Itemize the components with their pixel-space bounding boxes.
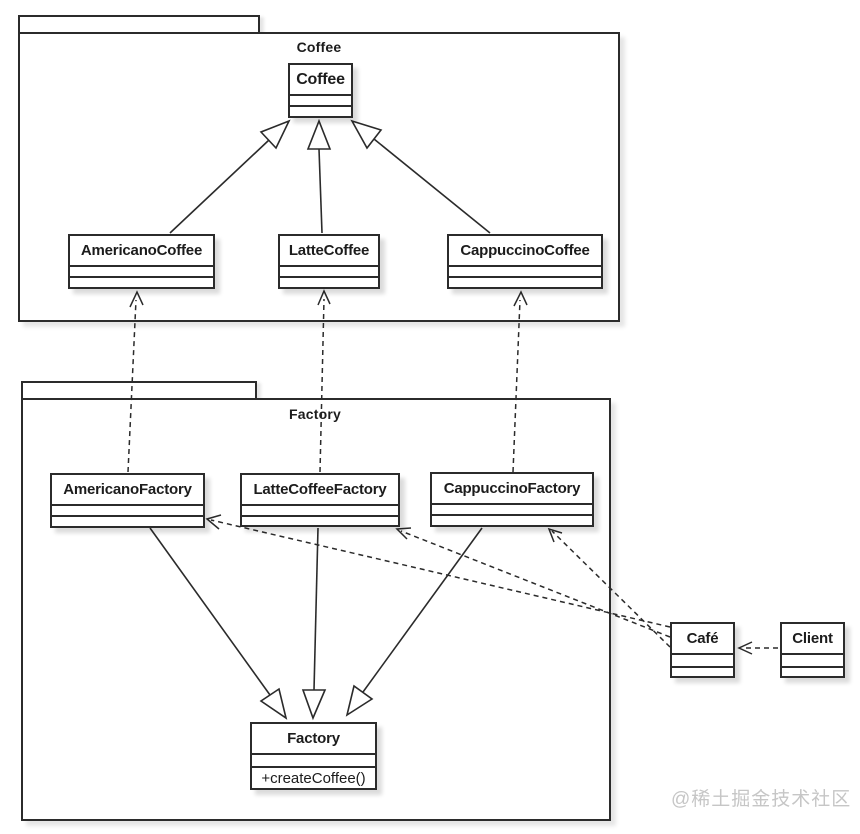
class-coffee: Coffee (288, 63, 353, 118)
class-cafe-attributes (672, 655, 733, 668)
class-factory: Factory +createCoffee() (250, 722, 377, 790)
class-latte-coffee-factory: LatteCoffeeFactory (240, 473, 400, 527)
class-latte-coffee-factory-title: LatteCoffeeFactory (242, 475, 398, 506)
class-americano-factory-attributes (52, 506, 203, 517)
class-cappuccino-coffee: CappuccinoCoffee (447, 234, 603, 289)
class-cafe-methods (672, 668, 733, 676)
dependency-client-to-cafe (737, 641, 778, 655)
class-americano-coffee-title: AmericanoCoffee (70, 236, 213, 267)
class-latte-coffee-methods (280, 278, 378, 287)
class-client-attributes (782, 655, 843, 668)
class-cappuccino-coffee-attributes (449, 267, 601, 278)
class-americano-factory: AmericanoFactory (50, 473, 205, 528)
class-cappuccino-factory-title: CappuccinoFactory (432, 474, 592, 505)
class-factory-attributes (252, 755, 375, 768)
class-client: Client (780, 622, 845, 678)
class-cappuccino-factory-methods (432, 516, 592, 525)
watermark-text: @稀土掘金技术社区 (671, 789, 852, 810)
class-factory-methods: +createCoffee() (261, 769, 366, 787)
factory-package-label: Factory (289, 406, 341, 422)
class-americano-coffee: AmericanoCoffee (68, 234, 215, 289)
class-client-title: Client (782, 624, 843, 655)
class-cafe: Café (670, 622, 735, 678)
coffee-package-label: Coffee (296, 39, 342, 55)
class-factory-title: Factory (252, 724, 375, 755)
class-latte-coffee-factory-attributes (242, 506, 398, 517)
class-latte-coffee: LatteCoffee (278, 234, 380, 289)
class-cappuccino-coffee-methods (449, 278, 601, 287)
class-cafe-title: Café (672, 624, 733, 655)
class-client-methods (782, 668, 843, 676)
class-americano-coffee-attributes (70, 267, 213, 278)
class-latte-coffee-attributes (280, 267, 378, 278)
class-coffee-attributes (290, 96, 351, 107)
class-latte-coffee-factory-methods (242, 517, 398, 525)
class-cappuccino-coffee-title: CappuccinoCoffee (449, 236, 601, 267)
class-latte-coffee-title: LatteCoffee (280, 236, 378, 267)
class-americano-factory-title: AmericanoFactory (52, 475, 203, 506)
class-cappuccino-factory-attributes (432, 505, 592, 516)
class-americano-coffee-methods (70, 278, 213, 287)
class-coffee-methods (290, 107, 351, 116)
class-coffee-title: Coffee (290, 65, 351, 96)
class-americano-factory-methods (52, 517, 203, 526)
class-cappuccino-factory: CappuccinoFactory (430, 472, 594, 527)
